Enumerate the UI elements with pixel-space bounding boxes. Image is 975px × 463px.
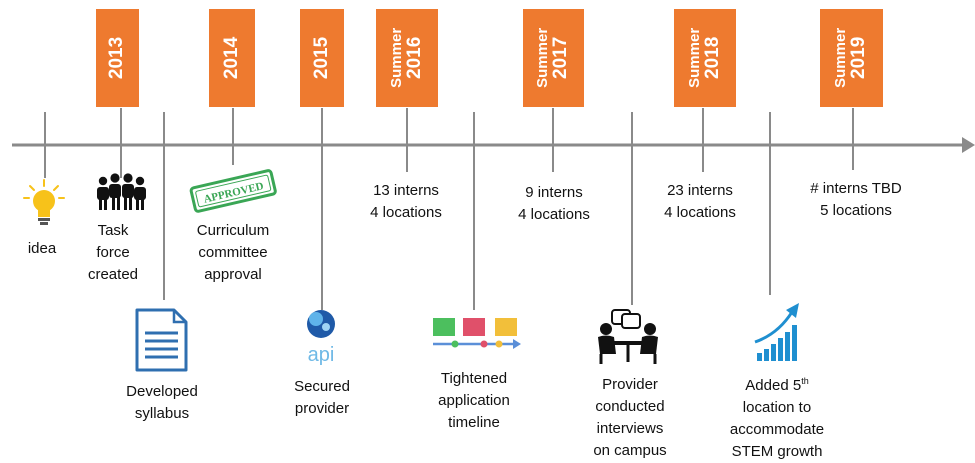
year-box-summer-2019: Summer 2019: [820, 9, 883, 107]
stats-2019: # interns TBD 5 locations: [810, 180, 902, 219]
year-label: 2016: [403, 36, 425, 80]
year-label: 2014: [221, 36, 243, 80]
year-label: 2013: [106, 36, 128, 80]
year-label: 2019: [848, 36, 870, 80]
event-label-provider: Secured provider: [294, 378, 350, 417]
application-timeline-icon: [433, 318, 521, 349]
year-label: 2017: [550, 36, 572, 80]
event-label-syllabus: Developed syllabus: [126, 383, 198, 422]
lightbulb-icon: [23, 179, 65, 225]
svg-text:api: api: [308, 344, 335, 366]
event-label-stem: Added 5th location to accommodate STEM g…: [729, 376, 825, 460]
stats-2017: 9 interns 4 locations: [518, 184, 590, 223]
event-label-task-force: Task force created: [87, 222, 139, 283]
event-label-timeline: Tightened application timeline: [438, 370, 510, 431]
year-box-summer-2016: Summer 2016: [376, 9, 438, 107]
season-label: Summer: [832, 27, 850, 89]
people-group-icon: [97, 173, 146, 210]
year-box-2013: 2013: [96, 9, 139, 107]
year-box-2014: 2014: [209, 9, 255, 107]
event-label-interviews: Provider conducted interviews on campus: [593, 376, 667, 459]
stats-2018: 23 interns 4 locations: [664, 182, 736, 221]
year-box-summer-2017: Summer 2017: [523, 9, 584, 107]
season-label: Summer: [686, 27, 704, 89]
growth-chart-icon: [754, 303, 799, 361]
year-label: 2018: [701, 36, 723, 80]
event-label-curriculum: Curriculum committee approval: [196, 222, 270, 283]
stats-2016: 13 interns 4 locations: [370, 182, 442, 221]
timeline-arrowhead-icon: [962, 137, 975, 153]
interview-icon: [598, 309, 658, 364]
api-logo-icon: api: [307, 310, 335, 366]
season-label: Summer: [388, 27, 406, 89]
year-label: 2015: [311, 36, 333, 80]
season-label: Summer: [534, 27, 552, 89]
year-box-2015: 2015: [300, 9, 344, 107]
approved-stamp-icon: APPROVED: [189, 169, 277, 213]
year-box-summer-2018: Summer 2018: [674, 9, 736, 107]
event-label-idea: idea: [27, 240, 57, 257]
document-icon: [135, 308, 188, 372]
